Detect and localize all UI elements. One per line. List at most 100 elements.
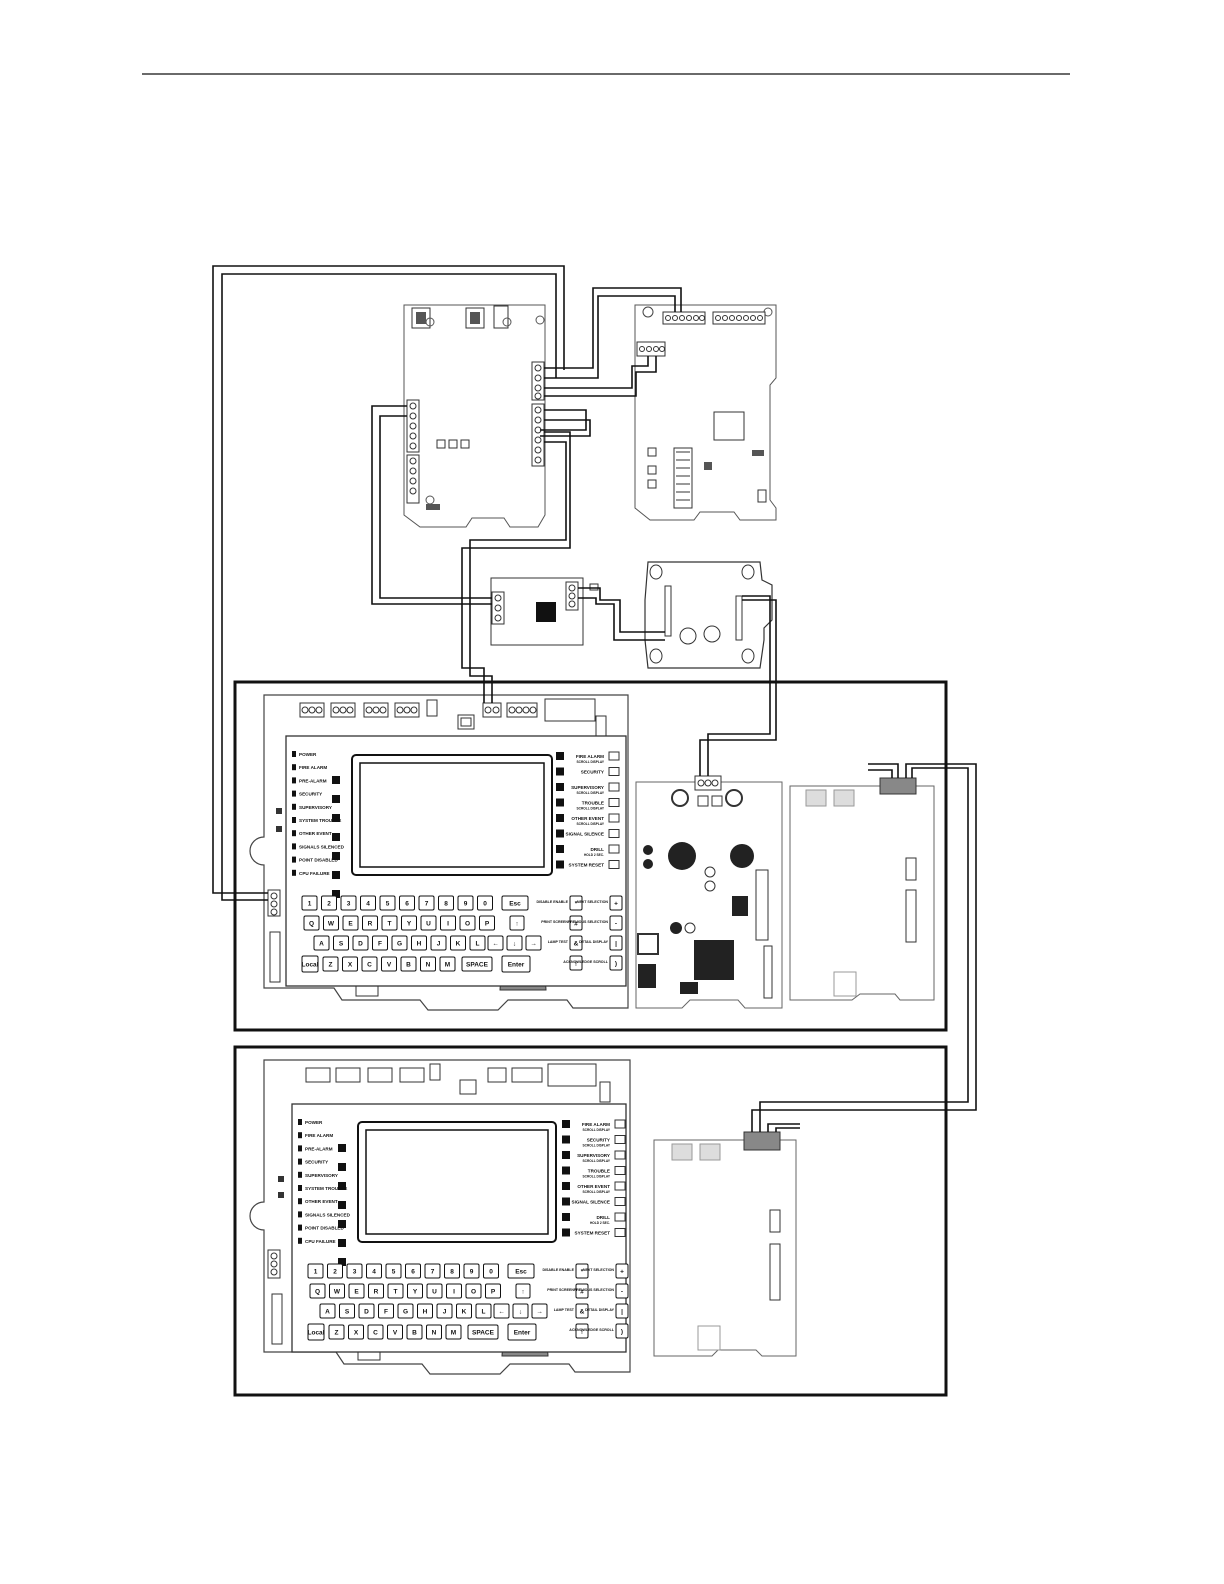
key-Q[interactable]: Q [309,1283,326,1299]
select-button[interactable] [338,1220,346,1228]
key-U[interactable]: U [426,1283,443,1299]
select-button[interactable] [338,1201,346,1209]
enter-key[interactable]: Enter [501,955,531,973]
select-button[interactable] [332,776,340,784]
select-button[interactable] [332,852,340,860]
key-R[interactable]: R [362,915,378,931]
select-button[interactable] [338,1144,346,1152]
key-Z[interactable]: Z [328,1324,345,1340]
side-key[interactable]: & [575,1303,589,1319]
key-Q[interactable]: Q [303,915,320,931]
key-9[interactable]: 9 [463,1263,480,1279]
select-button[interactable] [556,767,564,776]
key-U[interactable]: U [420,915,437,931]
side-key[interactable]: ! [575,1323,589,1339]
select-button[interactable] [562,1228,570,1237]
select-button[interactable] [338,1182,346,1190]
key-2[interactable]: 2 [321,895,337,911]
left-arrow-key[interactable]: ← [493,1303,510,1319]
select-button[interactable] [332,890,340,898]
select-button[interactable] [338,1239,346,1247]
key-I[interactable]: I [446,1283,462,1299]
key-F[interactable]: F [378,1303,394,1319]
key-0[interactable]: 0 [483,1263,499,1279]
key-2[interactable]: 2 [327,1263,343,1279]
up-arrow-key[interactable]: ↑ [515,1283,531,1299]
key-9[interactable]: 9 [457,895,474,911]
key-3[interactable]: 3 [340,895,357,911]
side-key[interactable]: + [609,895,623,911]
select-button[interactable] [562,1166,570,1175]
key-D[interactable]: D [358,1303,375,1319]
key-P[interactable]: P [479,915,495,931]
key-H[interactable]: H [417,1303,433,1319]
select-button[interactable] [338,1163,346,1171]
key-7[interactable]: 7 [424,1263,441,1279]
down-arrow-key[interactable]: ↓ [506,935,523,951]
side-key[interactable]: ) [615,1323,629,1339]
key-C[interactable]: C [367,1324,384,1340]
key-Z[interactable]: Z [322,956,339,972]
key-Y[interactable]: Y [401,915,417,931]
key-5[interactable]: 5 [385,1263,402,1279]
key-S[interactable]: S [333,935,349,951]
select-button[interactable] [556,783,564,791]
select-button[interactable] [556,814,564,822]
side-key[interactable]: + [615,1263,629,1279]
key-G[interactable]: G [391,935,408,951]
local-clear-key[interactable]: Local [307,1323,325,1341]
side-key[interactable]: * [569,895,583,911]
key-I[interactable]: I [440,915,456,931]
side-key[interactable]: | [609,935,623,951]
select-button[interactable] [562,1182,570,1190]
down-arrow-key[interactable]: ↓ [512,1303,529,1319]
key-J[interactable]: J [436,1303,453,1319]
key-E[interactable]: E [348,1283,365,1299]
key-D[interactable]: D [352,935,369,951]
side-key[interactable]: * [575,1263,589,1279]
right-arrow-key[interactable]: → [531,1303,548,1319]
key-T[interactable]: T [387,1283,404,1299]
key-T[interactable]: T [381,915,398,931]
select-button[interactable] [556,798,564,807]
key-8[interactable]: 8 [444,1263,460,1279]
key-X[interactable]: X [348,1324,364,1340]
left-arrow-key[interactable]: ← [487,935,504,951]
key-K[interactable]: K [450,935,466,951]
key-M[interactable]: M [445,1324,462,1340]
select-button[interactable] [332,814,340,822]
esc-key[interactable]: Esc [507,1263,535,1279]
side-key[interactable]: ! [569,955,583,971]
key-7[interactable]: 7 [418,895,435,911]
enter-key[interactable]: Enter [507,1323,537,1341]
key-C[interactable]: C [361,956,378,972]
select-button[interactable] [332,871,340,879]
key-5[interactable]: 5 [379,895,396,911]
key-8[interactable]: 8 [438,895,454,911]
esc-key[interactable]: Esc [501,895,529,911]
space-key[interactable]: SPACE [467,1324,499,1340]
key-H[interactable]: H [411,935,427,951]
key-O[interactable]: O [459,915,476,931]
side-key[interactable]: # [569,915,583,931]
key-B[interactable]: B [406,1324,423,1340]
key-J[interactable]: J [430,935,447,951]
key-V[interactable]: V [381,956,397,972]
key-W[interactable]: W [323,915,339,931]
key-6[interactable]: 6 [405,1263,421,1279]
key-N[interactable]: N [420,956,436,972]
key-1[interactable]: 1 [307,1263,324,1279]
select-button[interactable] [332,795,340,803]
key-G[interactable]: G [397,1303,414,1319]
select-button[interactable] [338,1258,346,1266]
key-L[interactable]: L [475,1303,492,1319]
select-button[interactable] [332,833,340,841]
key-L[interactable]: L [469,935,486,951]
side-key[interactable]: & [569,935,583,951]
side-key[interactable]: - [615,1283,629,1299]
key-K[interactable]: K [456,1303,472,1319]
key-M[interactable]: M [439,956,456,972]
key-1[interactable]: 1 [301,895,318,911]
key-0[interactable]: 0 [477,895,493,911]
side-key[interactable]: - [609,915,623,931]
